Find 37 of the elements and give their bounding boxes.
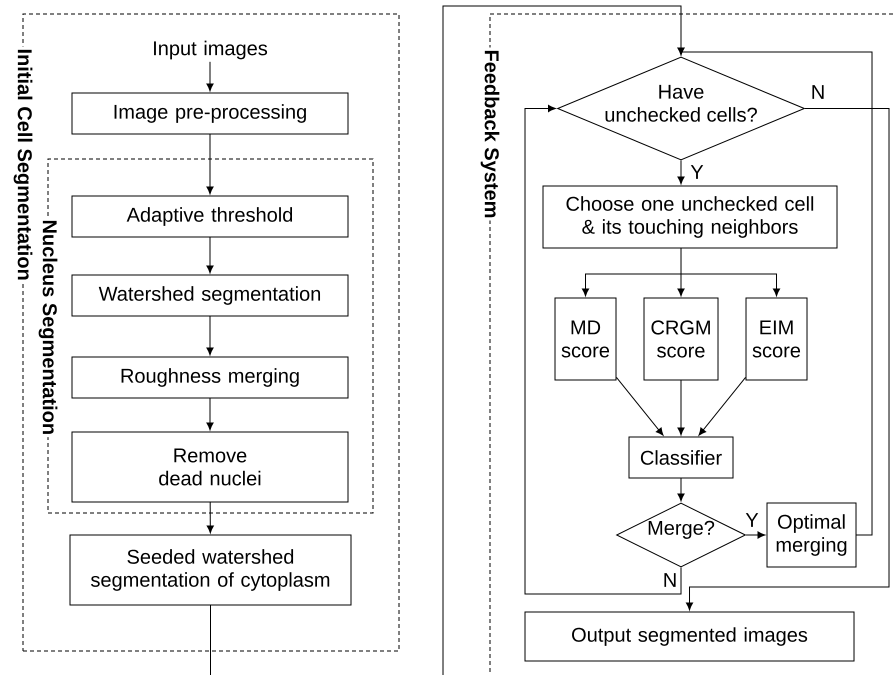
edge-label: N xyxy=(662,572,678,588)
process-box: Classifier xyxy=(628,436,734,478)
arrow xyxy=(686,108,890,610)
process-box: Adaptive threshold xyxy=(72,196,348,238)
process-box: Seeded watershed segmentation of cytoplasm xyxy=(70,534,352,606)
group-title: Feedback System xyxy=(478,48,502,220)
input-label: Input images xyxy=(154,40,268,60)
process-box: Output segmented images xyxy=(524,612,854,662)
arrow xyxy=(524,104,682,594)
process-box: CRGM score xyxy=(644,298,718,380)
process-box: Watershed segmentation xyxy=(72,274,348,316)
process-box: Roughness merging xyxy=(72,356,348,398)
edge-label: N xyxy=(810,84,826,100)
arrow xyxy=(746,531,766,539)
arrow xyxy=(677,478,685,502)
arrow xyxy=(698,376,746,436)
process-box: Image pre-processing xyxy=(72,92,348,134)
arrow xyxy=(616,376,664,436)
process-box: Remove dead nuclei xyxy=(72,432,348,502)
arrow xyxy=(677,380,685,436)
process-box: MD score xyxy=(554,298,616,380)
process-box: Optimal merging xyxy=(766,502,856,568)
arrow xyxy=(206,134,214,194)
arrow xyxy=(206,61,214,92)
arrow xyxy=(680,248,780,296)
group-title: Nucleus Segmentation xyxy=(36,218,60,438)
arrow xyxy=(206,237,214,274)
arrow xyxy=(677,160,685,184)
arrow xyxy=(677,48,872,536)
process-box: EIM score xyxy=(746,298,808,380)
arrow xyxy=(206,398,214,430)
edge-label: Y xyxy=(744,512,760,528)
process-box: Choose one unchecked cell & its touching neighbors xyxy=(542,186,838,248)
group-title: Initial Cell Segmentation xyxy=(12,46,34,283)
arrow xyxy=(206,316,214,356)
edge-label: Y xyxy=(689,164,705,180)
arrow xyxy=(206,502,214,534)
